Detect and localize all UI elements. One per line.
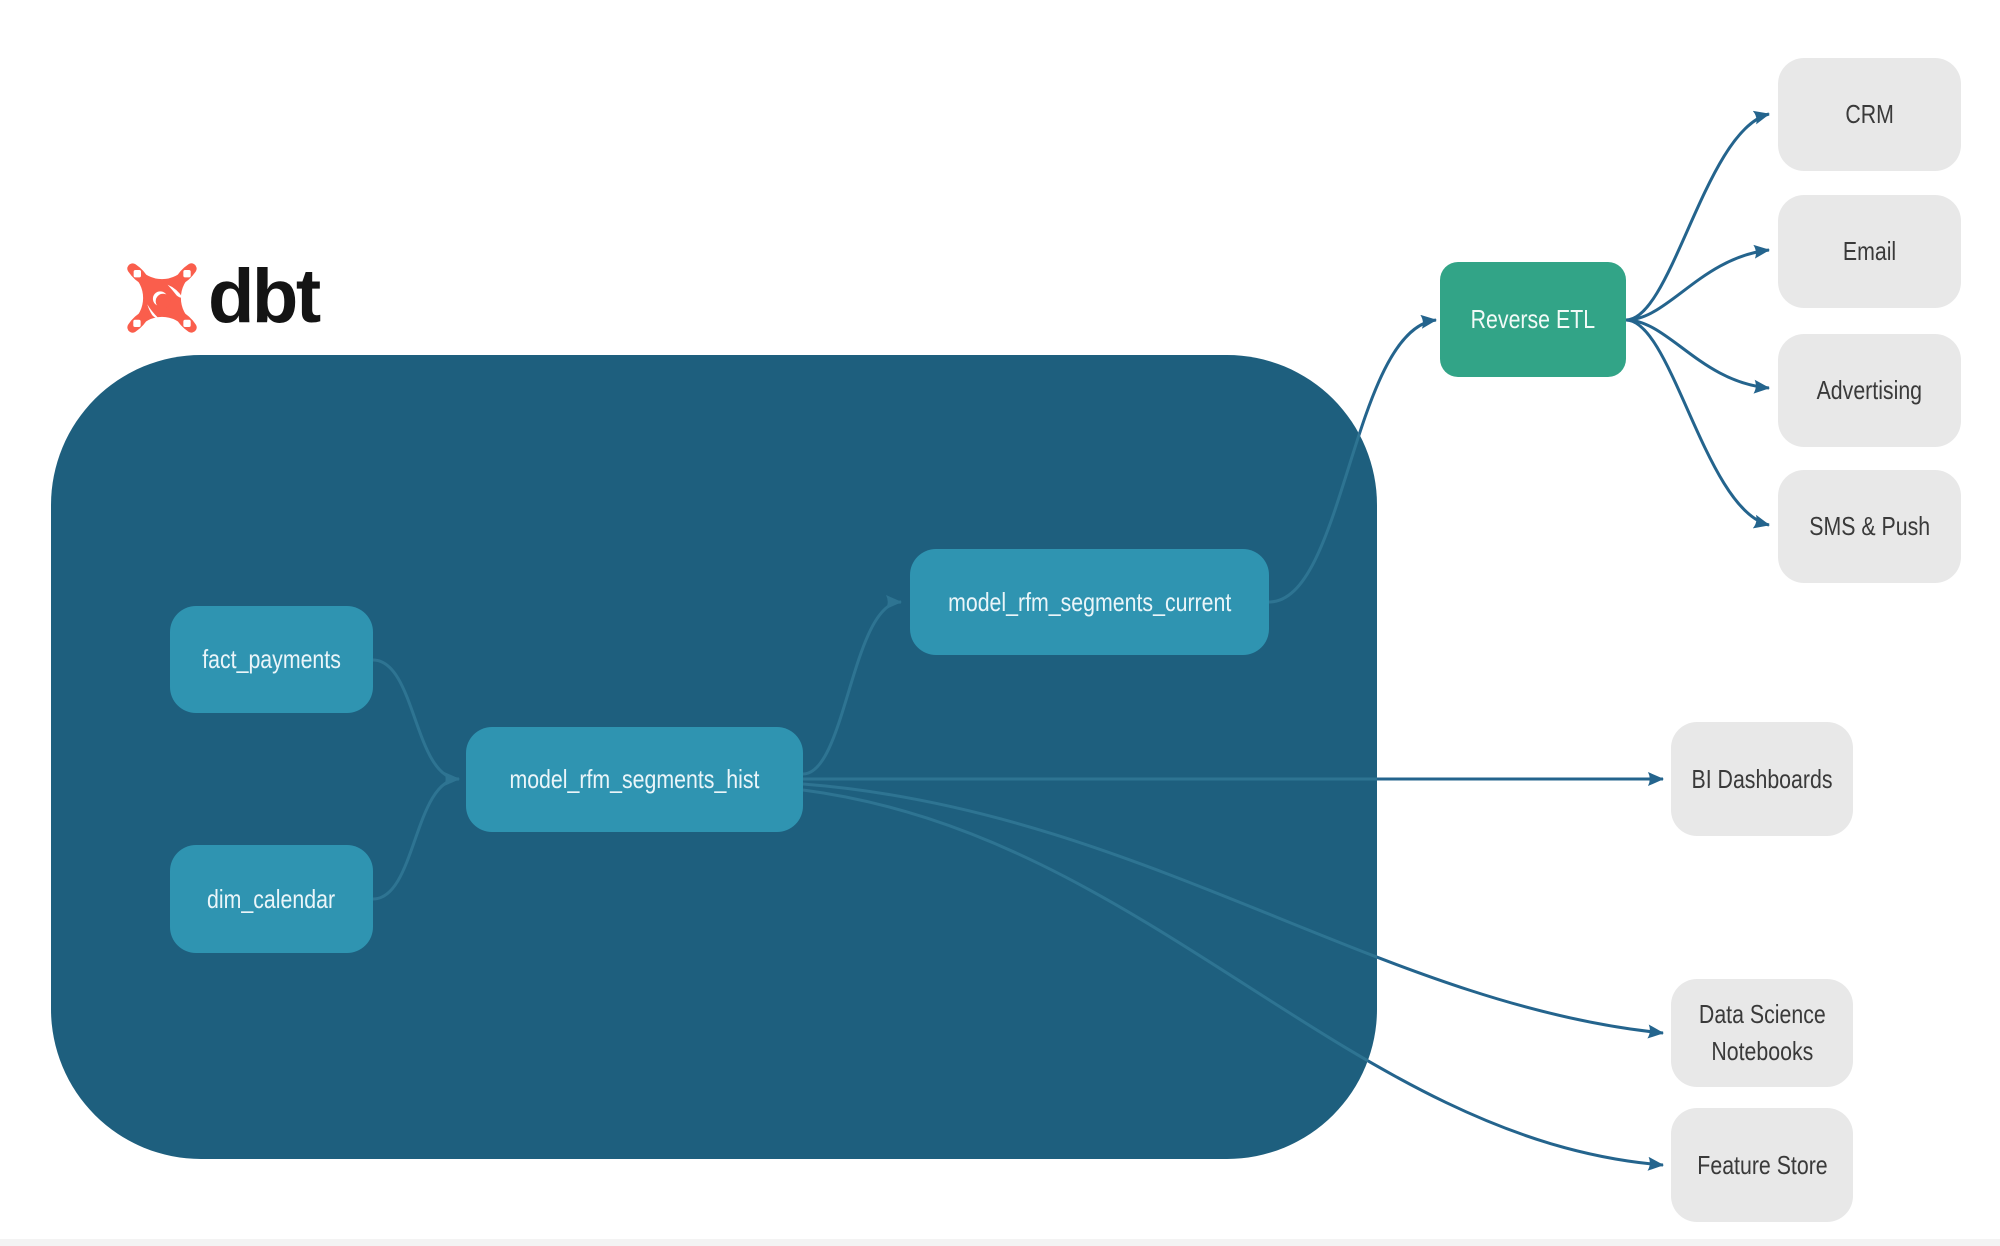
edge-reverse-etl-to-email bbox=[1624, 248, 1771, 322]
edge-dim-calendar-to-hist bbox=[371, 777, 461, 901]
node-sms-push: SMS & Push bbox=[1778, 470, 1961, 583]
node-label: dim_calendar bbox=[207, 883, 336, 914]
node-label: Feature Store bbox=[1696, 1149, 1828, 1180]
node-dim-calendar: dim_calendar bbox=[170, 845, 373, 953]
node-label: model_rfm_segments_hist bbox=[509, 764, 760, 794]
node-label: Data Science Notebooks bbox=[1698, 999, 1826, 1066]
node-advertising: Advertising bbox=[1778, 334, 1961, 447]
edge-current-to-reverse-etl-outer bbox=[1267, 318, 1438, 604]
edge-fact-payments-to-hist bbox=[371, 658, 461, 781]
edge-reverse-etl-to-advertising bbox=[1624, 318, 1771, 390]
node-model-rfm-segments-current: model_rfm_segments_current bbox=[910, 549, 1269, 655]
node-fact-payments: fact_payments bbox=[170, 606, 373, 713]
node-label: Reverse ETL bbox=[1470, 304, 1596, 334]
edge-hist-to-feature-store-outer bbox=[801, 788, 1665, 1167]
node-reverse-etl: Reverse ETL bbox=[1440, 262, 1626, 377]
edge-reverse-etl-to-crm bbox=[1624, 112, 1771, 322]
dbt-wordmark: dbt bbox=[208, 254, 321, 339]
node-label: CRM bbox=[1845, 99, 1894, 129]
node-label: SMS & Push bbox=[1809, 511, 1930, 541]
node-label: model_rfm_segments_current bbox=[947, 586, 1232, 617]
dbt-star-icon bbox=[127, 263, 197, 333]
node-label: fact_payments bbox=[202, 644, 341, 674]
node-label: BI Dashboards bbox=[1691, 763, 1833, 794]
node-email: Email bbox=[1778, 195, 1961, 308]
node-crm: CRM bbox=[1778, 58, 1961, 171]
page-bottom-strip bbox=[0, 1239, 2000, 1246]
node-label: Advertising bbox=[1816, 375, 1923, 405]
edge-reverse-etl-to-sms-push bbox=[1624, 318, 1771, 527]
node-model-rfm-segments-hist: model_rfm_segments_hist bbox=[466, 727, 803, 832]
node-feature-store: Feature Store bbox=[1671, 1108, 1853, 1222]
node-bi-dashboards: BI Dashboards bbox=[1671, 722, 1853, 836]
edge-hist-to-current bbox=[801, 600, 903, 776]
node-data-science-notebooks: Data Science Notebooks bbox=[1671, 979, 1853, 1087]
dbt-logo: dbt bbox=[127, 258, 407, 338]
edge-current-to-reverse-etl bbox=[1267, 355, 1377, 604]
node-label: Email bbox=[1842, 236, 1897, 266]
